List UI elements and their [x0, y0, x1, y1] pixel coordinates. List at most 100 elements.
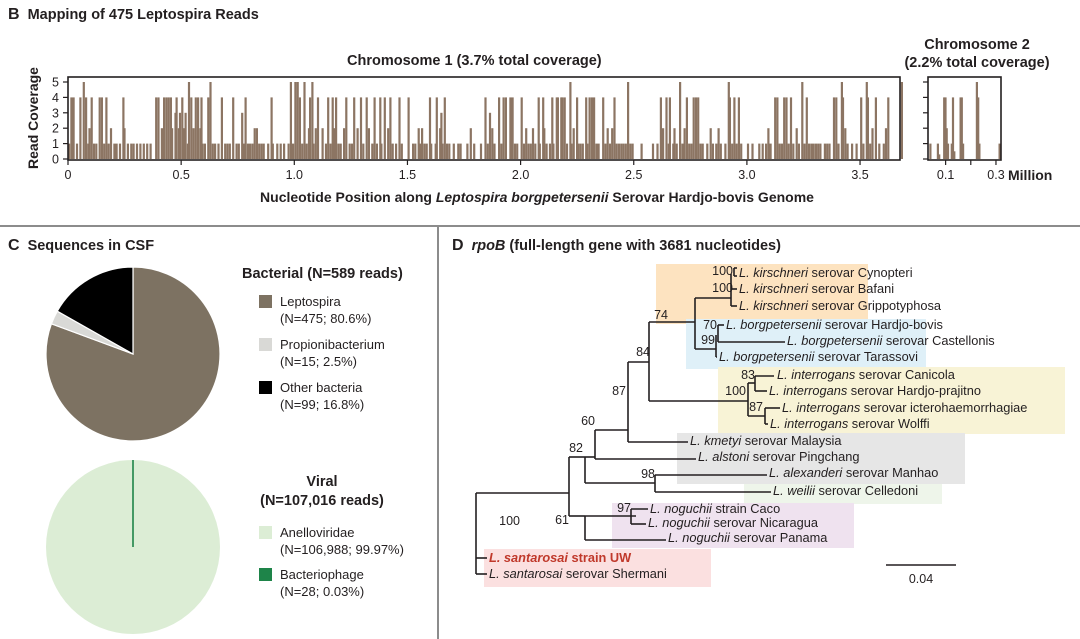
taxon-descriptor: serovar Hardjo-bovis: [821, 317, 943, 332]
bootstrap-value: 61: [555, 513, 569, 527]
chr2-bar: [929, 143, 932, 159]
chr1-bar: [520, 97, 523, 159]
chr1-bar: [805, 97, 808, 159]
chr1-bar: [715, 143, 718, 159]
pie-slice-leptospira: [45, 266, 221, 442]
chr1-bar: [774, 97, 777, 159]
chr1-bar: [801, 82, 804, 159]
chr1-bar: [350, 143, 354, 159]
taxon-species: L. noguchii: [650, 501, 712, 516]
chr2-bar: [953, 151, 956, 159]
taxon-label: L. interrogans serovar icterohaemorrhagi…: [782, 400, 1027, 415]
chr1-bar: [900, 82, 903, 159]
chr1-bar: [585, 97, 588, 159]
chr1-bar: [72, 97, 75, 159]
legend-text: Propionibacterium(N=15; 2.5%): [280, 336, 385, 370]
chr2-bar: [977, 97, 980, 159]
chr1-bar: [412, 143, 415, 159]
taxon-species: L. alexanderi: [769, 465, 843, 480]
chr1-bar: [105, 97, 108, 159]
chr1-bar: [561, 97, 564, 159]
chr1-bar: [398, 97, 401, 159]
scale-bar-label: 0.04: [909, 572, 933, 586]
chr1-bar: [878, 143, 881, 159]
chr1-bar: [792, 143, 795, 159]
taxon-label: L. borgpetersenii serovar Tarassovi: [719, 349, 918, 364]
chr1-bar: [335, 97, 338, 159]
legend-swatch: [259, 295, 272, 308]
chr1-bar: [75, 143, 79, 159]
chr1-bar: [656, 143, 659, 159]
taxon-descriptor: serovar Hardjo-prajitno: [847, 383, 981, 398]
chr1-bar: [711, 143, 714, 159]
chr1-bar: [391, 143, 394, 159]
chr1-bar: [525, 128, 528, 159]
borgpetersenii-clade-bg: [686, 319, 926, 369]
x-unit-label: Million: [1008, 167, 1052, 183]
chr2-bar: [950, 143, 953, 159]
chr1-bar: [118, 143, 122, 159]
tree-branches: [475, 267, 785, 575]
chr1-bar: [783, 97, 786, 159]
weilii-clade-bg: [744, 484, 942, 504]
chr1-bar: [267, 143, 270, 159]
taxon-descriptor: serovar Tarassovi: [814, 349, 918, 364]
chr1-bar: [184, 112, 187, 159]
chr1-bar: [246, 143, 249, 159]
chr1-bar: [719, 143, 722, 159]
chr1-bar: [235, 143, 238, 159]
chr1-bar: [400, 143, 403, 159]
chr1-bar: [709, 128, 712, 159]
legend-swatch: [259, 568, 272, 581]
chr1-bar: [339, 143, 342, 159]
chr1-bar: [418, 143, 421, 159]
viral-pie: [46, 460, 220, 634]
chr1-bar: [332, 128, 335, 159]
bootstrap-value: 98: [641, 467, 655, 481]
chr1-bar: [279, 143, 282, 159]
taxon-species: L. kirschneri: [739, 281, 808, 296]
chr1-bar: [160, 128, 163, 159]
chr1-bar: [531, 128, 535, 159]
chr1-bar: [706, 143, 709, 159]
chr1-bar: [862, 143, 865, 159]
chr1-bar: [500, 143, 503, 159]
chr1-bar: [459, 143, 462, 159]
chr1-bar: [387, 128, 390, 159]
chr1-bar: [228, 143, 231, 159]
chr1-bar: [241, 112, 244, 159]
chr1-bar: [353, 97, 356, 159]
chr1-bar: [255, 128, 258, 159]
chr1-bar: [683, 128, 686, 159]
panel-d-heading: (full-length gene with 3681 nucleotides): [505, 238, 781, 254]
chr2-x-tick-label: 0.1: [937, 168, 954, 182]
bootstrap-value: 97: [617, 501, 631, 515]
chr1-bar: [776, 97, 779, 159]
chr1-bar: [504, 97, 507, 159]
viral-legend-title: Viral (N=107,016 reads): [254, 473, 390, 511]
interrogans-clade-bg: [718, 367, 1065, 434]
chr1-bar: [767, 128, 770, 159]
chr1-bar: [701, 143, 704, 159]
chr1-bar: [542, 97, 545, 159]
bacterial-legend-title: Bacterial (N=589 reads): [242, 266, 403, 282]
chr2-bar: [975, 82, 978, 159]
taxon-species: L. alstoni: [698, 449, 750, 464]
taxon-label: L. alstoni serovar Pingchang: [698, 449, 860, 464]
kirschneri-clade-bg: [656, 264, 868, 324]
bootstrap-value: 100: [712, 281, 733, 295]
legend-swatch: [259, 526, 272, 539]
chr1-bar: [694, 97, 698, 159]
chr1-bar: [590, 97, 593, 159]
chr1-bar: [552, 143, 555, 159]
taxon-descriptor: serovar Celledoni: [814, 483, 919, 498]
y-tick-label: 5: [52, 76, 59, 90]
chr1-bar: [866, 97, 869, 159]
x-tick-label: 0.5: [172, 168, 189, 182]
chr1-bar: [699, 143, 702, 159]
chr2-title: Chromosome 2 (2.2% total coverage): [892, 36, 1062, 72]
chr1-bar: [244, 97, 247, 159]
chr1-frame: [67, 76, 901, 161]
